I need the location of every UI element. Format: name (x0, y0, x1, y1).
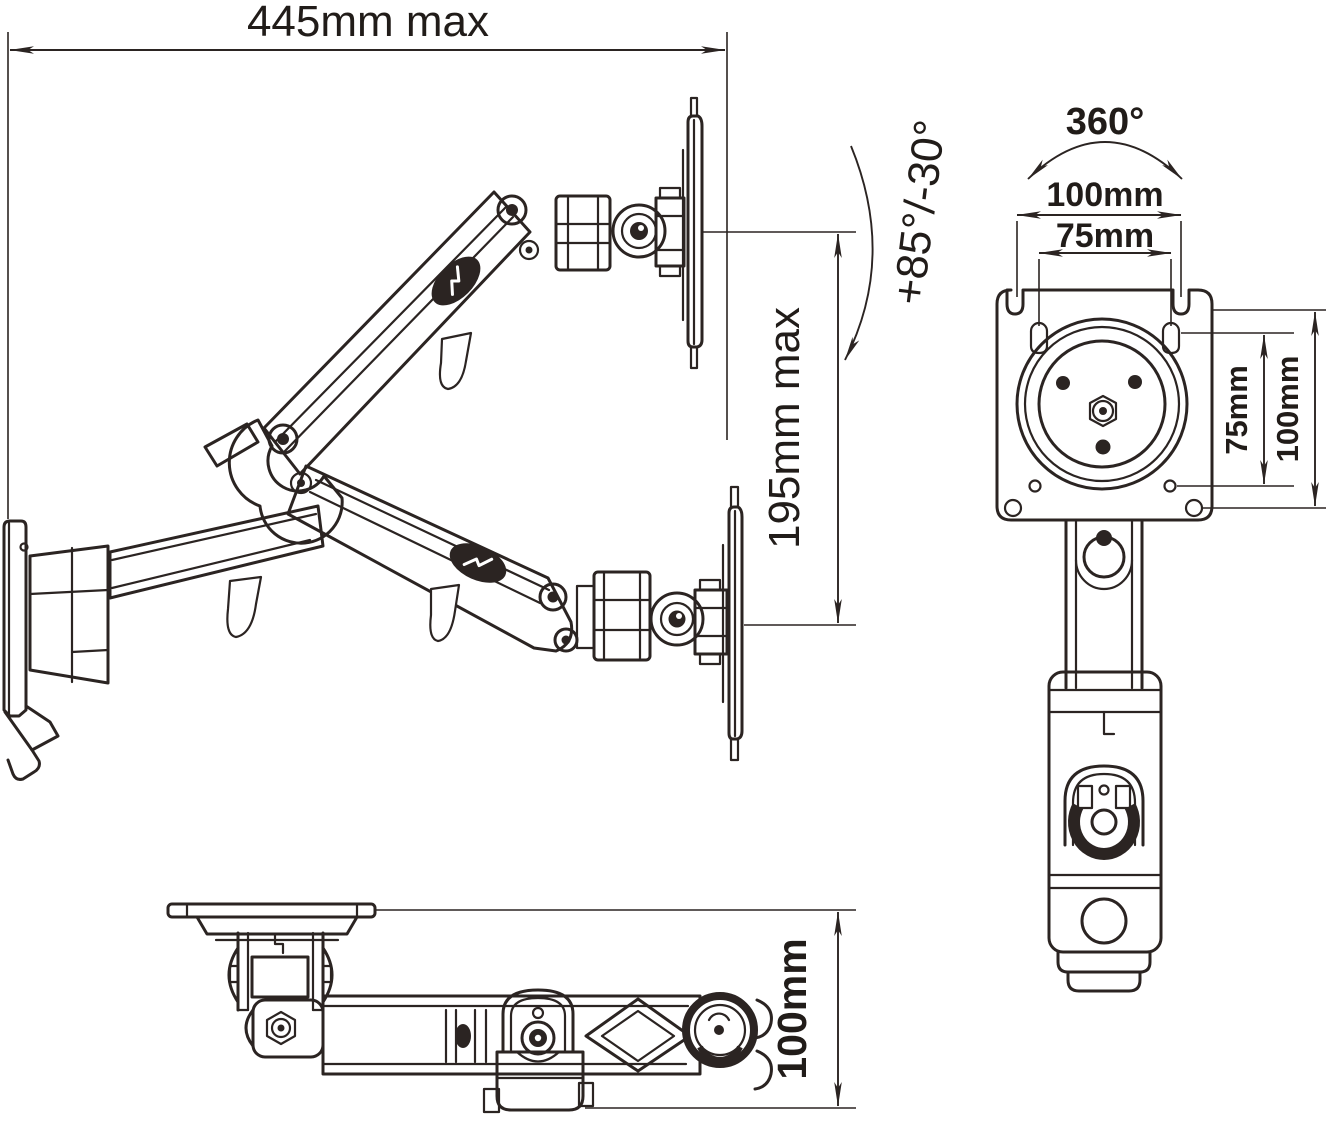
cable-clip (226, 575, 263, 639)
cable-clip-top (753, 1049, 773, 1091)
upper-tilt-head (554, 186, 686, 278)
dimension-75-right: 75mm (1177, 332, 1294, 487)
dimension-100-right: 100mm (1203, 309, 1326, 509)
upper-gas-spring-arm (262, 190, 540, 476)
vesa-hole (1028, 479, 1042, 493)
wall-bracket (28, 544, 110, 685)
bolt-hole (1080, 897, 1128, 945)
tilt-arc-arrow (844, 145, 874, 361)
rotation-boss (1015, 317, 1189, 491)
tilt-pivot (649, 591, 705, 647)
front-arm-column (1047, 518, 1163, 993)
cable-clip (429, 583, 461, 643)
lower-monitor-plate (721, 485, 744, 762)
cable-clip-top (753, 998, 773, 1040)
hex-bolt (265, 1010, 297, 1046)
vesa-height-outer-label: 100mm (1270, 356, 1305, 463)
brand-logo-badge (449, 543, 507, 583)
vesa-plate (995, 288, 1214, 522)
vesa-hole (1163, 479, 1177, 493)
tilt-clamp-top (495, 1050, 585, 1112)
front-view: 360° 100mm 75mm (995, 101, 1326, 993)
rotation-arc-arrow (1027, 141, 1183, 180)
upper-monitor-plate (681, 96, 704, 370)
dimension-100-bottom: 100mm (375, 909, 856, 1109)
width-dimension-label: 445mm max (247, 0, 489, 46)
vesa-width-outer-label: 100mm (1046, 176, 1163, 214)
top-view: 100mm (166, 902, 856, 1114)
vesa-width-inner-label: 75mm (1056, 217, 1154, 255)
vesa-hole (1003, 498, 1023, 518)
lower-gas-spring-arm (226, 464, 579, 653)
side-view: 445mm max 195mm max +85°/-30° (2, 0, 955, 781)
depth-dimension-label: 100mm (769, 938, 815, 1079)
center-bolt-hex (1088, 394, 1118, 428)
screw-hole (19, 542, 29, 552)
dimension-100-top: 100mm (1016, 176, 1182, 297)
wall-plate-top (166, 902, 377, 942)
brand-logo-badge (431, 256, 481, 306)
vesa-hole (1184, 498, 1204, 518)
rotation-label: 360° (1066, 101, 1145, 143)
cable-clip (438, 331, 473, 391)
dimension-height-195: 195mm max (702, 231, 856, 626)
arm-body-top (321, 988, 773, 1114)
arm-end-bolt (538, 582, 568, 612)
dimension-75-top: 75mm (1038, 217, 1172, 326)
keyhole-slot (1161, 321, 1181, 355)
height-dimension-label: 195mm max (760, 307, 809, 549)
tilt-pivot (611, 203, 667, 259)
spring-ring (1068, 803, 1140, 860)
vesa-height-inner-label: 75mm (1219, 365, 1254, 455)
arm-end-bolt (496, 194, 528, 226)
lower-tilt-head (575, 570, 729, 666)
dimension-width-445: 445mm max (7, 0, 728, 519)
tilt-angle-annotation: +85°/-30° (844, 117, 955, 361)
rotation-annotation: 360° (1027, 101, 1183, 180)
swivel-joint-top (227, 931, 334, 1059)
tilt-angle-label: +85°/-30° (884, 117, 955, 307)
lower-link-arm (108, 504, 325, 600)
wall-plate (2, 519, 60, 781)
